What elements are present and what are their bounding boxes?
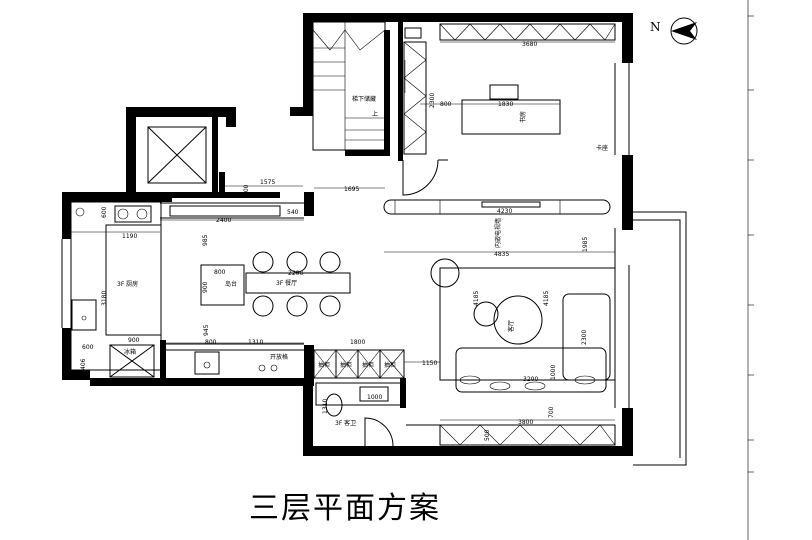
dim-3200: 3200: [523, 376, 538, 383]
living-label: 客厅: [507, 320, 515, 332]
dim-4185-right: 4185: [543, 291, 550, 306]
cabinet-label-2: 抽柜: [340, 361, 352, 369]
dim-900-fridge: 900: [128, 337, 140, 344]
dim-985: 985: [202, 234, 209, 246]
dim-3800: 3800: [518, 419, 533, 426]
dim-2200: 2200: [288, 270, 303, 277]
island-label: 岛台: [225, 280, 237, 288]
dim-500: 500: [243, 184, 250, 196]
dim-900-island: 900: [202, 281, 209, 293]
study-door: [402, 159, 448, 196]
bottom-cabinet: [406, 424, 616, 446]
study-wardrobe: [403, 23, 616, 155]
dim-500-bottom: 500: [484, 429, 491, 441]
tv-wall: [383, 199, 611, 215]
plan-title: 三层平面方案: [249, 491, 441, 526]
lift-shaft: [147, 126, 207, 184]
dim-1000-sofa: 1000: [550, 365, 557, 380]
dim-406: 406: [80, 358, 87, 370]
dim-1310-bath: 1310: [322, 399, 329, 414]
dining-label: 3F 餐厅: [276, 279, 297, 287]
dim-4185-left: 4185: [473, 291, 480, 306]
cabinet-label-3: 抽柜: [362, 361, 374, 369]
dim-700: 700: [548, 406, 555, 418]
walls: [62, 13, 633, 456]
dim-800-study: 800: [440, 101, 452, 108]
dim-1695: 1695: [344, 186, 359, 193]
cabinet-label-1: 抽柜: [318, 361, 330, 369]
sheet-ticks: [748, 15, 754, 473]
dim-800-island: 800: [214, 269, 226, 276]
curtain-label: 卡座: [596, 144, 608, 152]
dim-2300-sofa: 2300: [581, 330, 588, 345]
dim-1985: 1985: [582, 237, 589, 252]
dim-600-kitchen: 600: [82, 344, 94, 351]
dim-1000-bath: 1000: [367, 394, 382, 401]
dim-1830: 1830: [498, 101, 513, 108]
dim-1575: 1575: [260, 179, 275, 186]
dim-2400: 2400: [216, 217, 231, 224]
stair-label: 梯下储藏: [352, 95, 376, 103]
dim-4230: 4230: [497, 208, 512, 215]
bathroom-label: 3F 客卫: [335, 419, 356, 427]
kitchen-fixtures: [71, 205, 278, 378]
dim-3680: 3680: [522, 41, 537, 48]
storage-cabinets: [313, 349, 405, 379]
north-arrow-icon: [670, 17, 698, 45]
living-furniture: [430, 258, 616, 393]
bathroom-fixtures: [315, 382, 403, 447]
staircase: [312, 21, 386, 151]
study-desk: [461, 84, 561, 135]
stair-up-label: 上: [372, 110, 378, 118]
north-label: N: [650, 20, 661, 34]
dimension-lines: [71, 41, 615, 421]
dim-1150: 1150: [422, 360, 437, 367]
dim-4835: 4835: [494, 251, 509, 258]
open-cabinet-label: 开放格: [270, 353, 288, 361]
kitchen-label: 3F 厨房: [117, 280, 138, 288]
dim-2300: 2300: [429, 93, 436, 108]
dim-3180: 3180: [101, 291, 108, 306]
dim-1800: 1800: [350, 339, 365, 346]
study-label: 书房: [519, 111, 527, 123]
cabinet-label-4: 抽柜: [384, 361, 396, 369]
dim-1310: 1310: [248, 339, 263, 346]
dim-945: 945: [203, 324, 210, 336]
dim-540: 540: [287, 209, 299, 216]
fridge-label: 冰箱: [124, 348, 136, 356]
island: [200, 264, 245, 306]
tv-wall-label: 内嵌电视墙: [494, 218, 502, 248]
dining-set: [245, 251, 351, 317]
dim-600: 600: [101, 206, 108, 218]
dim-1190: 1190: [122, 233, 137, 240]
dim-800-counter: 800: [205, 339, 217, 346]
